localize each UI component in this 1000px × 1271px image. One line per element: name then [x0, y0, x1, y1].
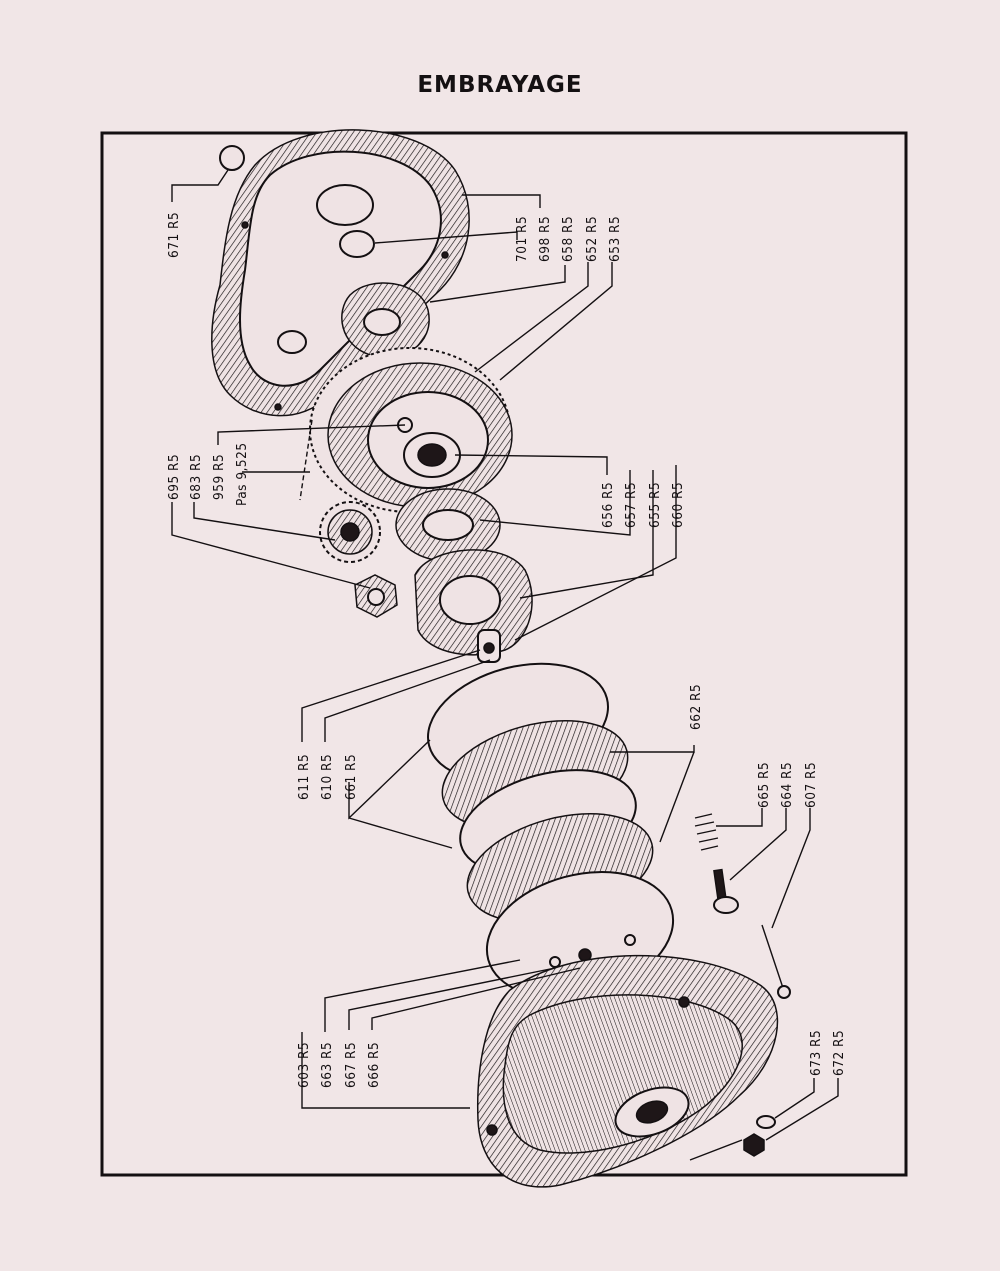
callout-652: 652 R5	[584, 216, 600, 262]
callout-673: 673 R5	[808, 1030, 824, 1076]
callout-655: 655 R5	[647, 482, 663, 528]
callout-662: 662 R5	[688, 684, 704, 730]
callout-666: 666 R5	[366, 1042, 382, 1088]
drive-chain	[299, 419, 313, 501]
callout-701: 701 R5	[514, 216, 530, 262]
callout-603: 603 R5	[296, 1042, 312, 1088]
page-title: EMBRAYAGE	[417, 72, 583, 98]
callout-pas: Pas 9,525	[234, 442, 250, 506]
callout-667: 667 R5	[343, 1042, 359, 1088]
callout-683: 683 R5	[188, 454, 204, 500]
outer-cover	[476, 954, 779, 1188]
sprocket-nut	[354, 574, 398, 618]
callout-658: 658 R5	[560, 216, 576, 262]
callout-660: 660 R5	[670, 482, 686, 528]
clutch-plates	[427, 662, 675, 999]
callout-611: 611 R5	[296, 754, 312, 800]
leader-lines	[171, 169, 839, 1161]
engine-sprocket	[319, 501, 381, 563]
callout-610: 610 R5	[319, 754, 335, 800]
callout-698: 698 R5	[537, 216, 553, 262]
spring-screw-bolt	[694, 813, 791, 999]
cam-plate	[341, 282, 430, 359]
callout-labels: 671 R5 701 R5 698 R5 658 R5 652 R5 653 R…	[166, 212, 847, 1088]
callout-663: 663 R5	[319, 1042, 335, 1088]
callout-607: 607 R5	[803, 762, 819, 808]
callout-959: 959 R5	[211, 454, 227, 500]
clutch-drum	[309, 347, 513, 513]
clutch-centre	[414, 549, 533, 663]
callout-653: 653 R5	[607, 216, 623, 262]
bearing-ring	[395, 488, 501, 562]
callout-657: 657 R5	[623, 482, 639, 528]
callout-671: 671 R5	[166, 212, 182, 258]
inner-chain-case	[211, 129, 470, 417]
plug-and-washer	[743, 1115, 776, 1157]
callout-672: 672 R5	[831, 1030, 847, 1076]
callout-665: 665 R5	[756, 762, 772, 808]
callout-695: 695 R5	[166, 454, 182, 500]
callout-664: 664 R5	[779, 762, 795, 808]
callout-661: 661 R5	[343, 754, 359, 800]
callout-656: 656 R5	[600, 482, 616, 528]
